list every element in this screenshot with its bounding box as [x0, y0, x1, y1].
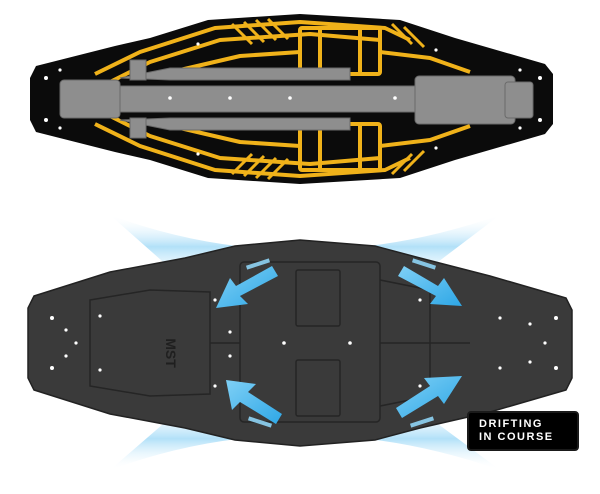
bottom-panels: [89, 261, 470, 423]
top-yellow-frame: [94, 20, 471, 178]
drifting-in-course-badge: DRIFTING IN COURSE: [467, 411, 579, 451]
airflow-arrows: [216, 258, 462, 428]
badge-line-2: IN COURSE: [479, 431, 554, 443]
top-center-components: [59, 59, 534, 139]
arrow-top-right: [398, 266, 462, 306]
mst-logo-text: MST: [163, 338, 179, 368]
top-yellow-fins: [230, 17, 426, 181]
bottom-mount-holes: [50, 298, 558, 388]
arrow-top-left: [216, 266, 278, 308]
arrow-bottom-right: [396, 376, 462, 418]
badge-line-1: DRIFTING: [479, 418, 543, 430]
mst-logo: MST: [163, 338, 179, 368]
top-mount-holes: [44, 42, 542, 156]
arrow-bottom-left: [226, 380, 282, 424]
top-chassis: [30, 14, 553, 184]
